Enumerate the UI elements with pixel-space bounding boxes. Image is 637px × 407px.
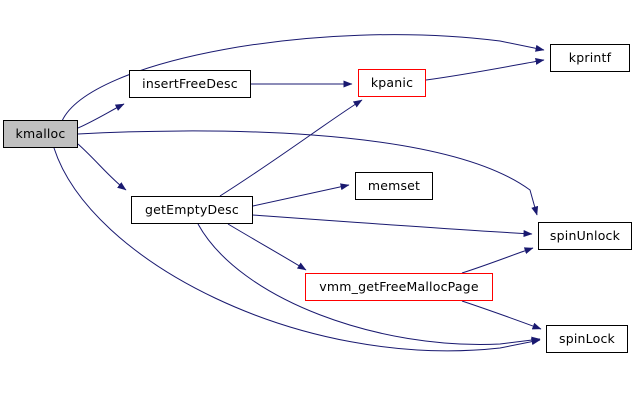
edge-getEmptyDesc-to-memset (252, 183, 350, 207)
node-getEmptyDesc[interactable]: getEmptyDesc (131, 196, 253, 224)
node-memset[interactable]: memset (355, 172, 433, 200)
edge-getEmptyDesc-to-spinUnlock (252, 214, 533, 238)
edge-vmm_getFreeMallocPage-to-spinUnlock (461, 247, 534, 274)
node-label-memset: memset (367, 177, 421, 193)
edge-kpanic-to-kprintf (425, 58, 545, 81)
node-label-getEmptyDesc: getEmptyDesc (145, 201, 239, 217)
edge-getEmptyDesc-to-spinLock (197, 223, 541, 345)
edge-kmalloc-to-spinUnlock (77, 130, 539, 216)
node-label-kpanic: kpanic (370, 74, 414, 90)
edge-getEmptyDesc-to-vmm_getFreeMallocPage (227, 223, 307, 271)
node-kmalloc[interactable]: kmalloc (3, 120, 78, 148)
edge-getEmptyDesc-to-kpanic (219, 99, 363, 197)
node-spinLock[interactable]: spinLock (546, 325, 628, 353)
node-vmm_getFreeMallocPage[interactable]: vmm_getFreeMallocPage (305, 273, 493, 301)
edge-kmalloc-to-kprintf (61, 34, 545, 122)
node-kprintf[interactable]: kprintf (550, 44, 630, 72)
node-label-kprintf: kprintf (568, 49, 612, 65)
node-label-vmm_getFreeMallocPage: vmm_getFreeMallocPage (319, 278, 479, 294)
node-kpanic[interactable]: kpanic (358, 69, 426, 97)
node-label-spinUnlock: spinUnlock (549, 227, 621, 243)
node-label-kmalloc: kmalloc (15, 125, 66, 141)
edge-vmm_getFreeMallocPage-to-spinLock (461, 300, 542, 330)
edge-kmalloc-to-insertFreeDesc (77, 103, 125, 129)
node-insertFreeDesc[interactable]: insertFreeDesc (129, 70, 251, 98)
edge-group (53, 34, 545, 352)
node-label-insertFreeDesc: insertFreeDesc (142, 75, 238, 91)
node-label-spinLock: spinLock (559, 330, 615, 346)
node-spinUnlock[interactable]: spinUnlock (538, 222, 632, 250)
edge-kmalloc-to-getEmptyDesc (77, 143, 127, 191)
edge-kmalloc-to-spinLock (53, 147, 541, 352)
